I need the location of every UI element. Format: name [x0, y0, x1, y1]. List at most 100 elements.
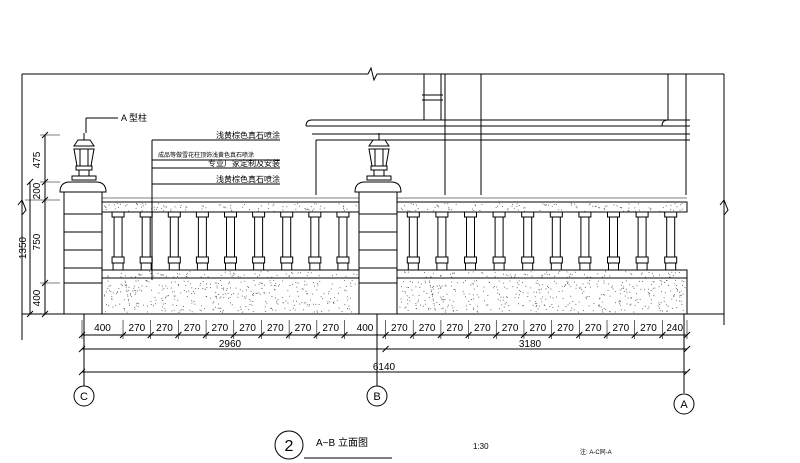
post-middle — [354, 181, 402, 315]
dim-tick — [659, 331, 666, 339]
note-3: 专业厂家定制及安装 — [208, 158, 280, 168]
dim-label: 270 — [446, 323, 463, 334]
dim-tick — [603, 331, 611, 339]
dim-tick — [382, 345, 389, 353]
baluster — [224, 211, 237, 271]
dim-tick — [382, 331, 389, 339]
dim-tick — [683, 331, 691, 339]
grid-axes: C B A — [73, 314, 695, 415]
baluster — [464, 211, 477, 271]
dim-tick — [437, 331, 445, 339]
dim-label: 270 — [184, 323, 201, 334]
title-text: A~B 立面图 — [316, 436, 368, 449]
material-notes: 浅黄棕色真石喷涂 成品等做雪花柱顶饰浅黄色真石喷涂 专业厂家定制及安装 浅黄棕色… — [151, 130, 280, 280]
dim-475: 475 — [32, 151, 43, 168]
dim-label: 240 — [666, 323, 683, 334]
baluster — [406, 211, 420, 271]
dim-tick — [465, 331, 472, 339]
note-2: 成品等做雪花柱顶饰浅黄色真石喷涂 — [158, 151, 254, 159]
note-1: 浅黄棕色真石喷涂 — [216, 130, 280, 140]
baluster — [280, 211, 294, 271]
baluster — [664, 211, 678, 271]
column-label-text: A 型柱 — [121, 112, 147, 123]
grid-label-a: A — [680, 399, 688, 411]
dim-tick — [548, 331, 555, 339]
dim-tick — [683, 368, 691, 376]
footnote: 注: A-C同-A — [580, 448, 612, 456]
dim-tick — [341, 331, 348, 339]
dim-tick — [258, 331, 265, 339]
dim-label: 270 — [267, 323, 284, 334]
grid-bubble-a — [673, 393, 695, 415]
lamp-left — [71, 133, 97, 181]
title-scale: 1:30 — [473, 442, 489, 451]
grid-label-c: C — [80, 391, 88, 403]
grid-label-b: B — [373, 391, 380, 403]
dim-label: 270 — [129, 323, 146, 334]
dim-tick — [202, 331, 210, 339]
dim-tick — [147, 331, 155, 339]
subtotal-right: 3180 — [519, 339, 542, 350]
grid-bubble-b — [366, 385, 388, 407]
dim-label: 270 — [502, 323, 519, 334]
baluster — [195, 211, 209, 271]
baluster — [549, 211, 563, 271]
baluster — [435, 211, 449, 271]
dim-tick — [285, 331, 293, 339]
baluster — [521, 211, 535, 271]
title-block: 2 A~B 立面图 1:30 注: A-C同-A — [274, 430, 612, 460]
dim-750: 750 — [32, 233, 43, 250]
dim-200: 200 — [32, 182, 43, 199]
total-dimension: 6140 — [373, 362, 396, 373]
dim-label: 270 — [585, 323, 602, 334]
grid-bubble-c — [73, 385, 95, 407]
dim-label: 270 — [419, 323, 436, 334]
dim-label: 400 — [94, 323, 111, 334]
title-bubble — [274, 430, 304, 460]
bottom-dimensions: 400 270 270 270 270 270 270 270 270 400 270 270 270 2… — [78, 320, 691, 376]
dim-tick — [520, 331, 528, 339]
baluster — [607, 211, 620, 271]
dim-tick — [575, 331, 583, 339]
baluster — [111, 211, 125, 271]
dim-label: 270 — [529, 323, 546, 334]
note-4: 浅黄棕色真石喷涂 — [216, 174, 280, 184]
dim-label: 270 — [640, 323, 657, 334]
baluster — [167, 211, 181, 271]
dim-label: 270 — [557, 323, 574, 334]
column-label: A 型柱 — [85, 112, 147, 133]
baluster — [578, 211, 592, 271]
baluster — [252, 211, 266, 271]
dim-tick — [119, 331, 127, 339]
dim-label: 270 — [239, 323, 256, 334]
dim-label: 270 — [391, 323, 408, 334]
dim-label: 270 — [322, 323, 339, 334]
railing-left — [101, 197, 360, 315]
dim-label: 270 — [613, 323, 630, 334]
top-border — [17, 66, 729, 340]
post-left — [59, 181, 107, 315]
baluster — [308, 211, 322, 271]
dim-label: 270 — [212, 323, 229, 334]
background-building — [305, 74, 690, 195]
dim-1350: 1350 — [18, 236, 29, 259]
dim-label: 270 — [295, 323, 312, 334]
baluster — [635, 211, 649, 271]
dim-label: 400 — [357, 323, 374, 334]
dim-tick — [683, 345, 691, 353]
dim-label: 270 — [156, 323, 173, 334]
dim-tick — [492, 331, 500, 339]
dim-label: 270 — [474, 323, 491, 334]
subtotal-left: 2960 — [219, 339, 242, 350]
left-dimensions: 475 200 750 400 1350 — [18, 131, 60, 318]
dim-400: 400 — [32, 289, 43, 306]
dim-tick — [631, 331, 639, 339]
dim-tick — [175, 331, 182, 339]
title-number: 2 — [285, 438, 294, 455]
lamp-middle — [366, 133, 392, 181]
dim-tick — [409, 331, 417, 339]
stone-texture — [104, 203, 686, 313]
baluster — [492, 211, 506, 271]
